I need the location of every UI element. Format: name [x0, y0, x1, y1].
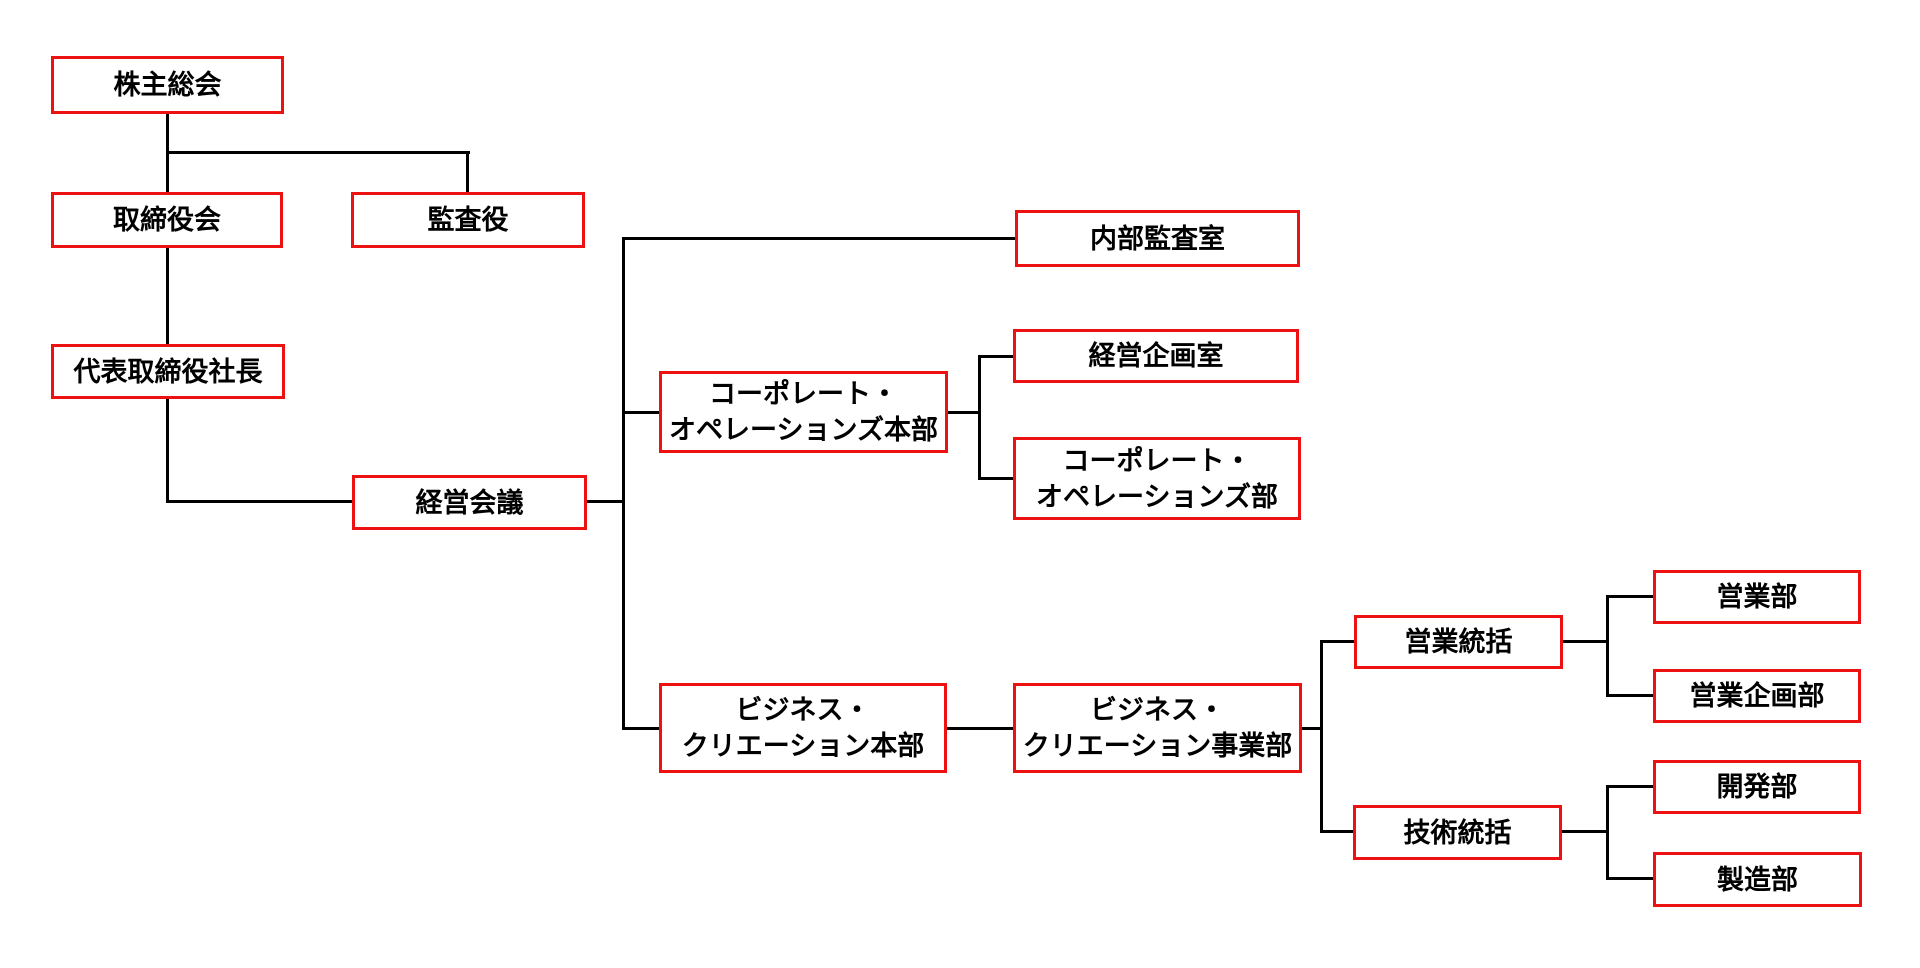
org-node-corporate-operations-hq: コーポレート・ オペレーションズ本部: [659, 371, 948, 453]
connector-tech-children-v: [1606, 785, 1609, 880]
connector-sales-supervision-h: [1320, 640, 1354, 643]
connector-council-trunk-h: [587, 500, 624, 503]
connector-sales-out-h: [1563, 640, 1608, 643]
connector-sales-planning-h: [1606, 694, 1653, 697]
connector-corp-ops-dept-h: [978, 477, 1013, 480]
connector-auditor-branch-h: [166, 151, 470, 154]
connector-internal-audit-h: [622, 237, 1015, 240]
org-node-sales-supervision: 営業統括: [1354, 615, 1563, 669]
connector-business-creation-hq-h: [622, 727, 659, 730]
connector-president-council-h: [166, 500, 352, 503]
connector-sales-dept-h: [1606, 595, 1653, 598]
org-node-board-of-directors: 取締役会: [51, 192, 283, 248]
connector-division-children-v: [1320, 640, 1323, 833]
org-node-management-council: 経営会議: [352, 475, 587, 530]
connector-development-h: [1606, 785, 1653, 788]
org-node-sales-dept: 営業部: [1653, 570, 1861, 624]
org-node-internal-audit-office: 内部監査室: [1015, 210, 1300, 267]
connector-board-down: [166, 151, 169, 192]
org-node-corporate-operations-dept: コーポレート・ オペレーションズ部: [1013, 437, 1301, 520]
connector-auditor-branch-v: [466, 151, 469, 192]
connector-tech-out-h: [1562, 830, 1608, 833]
connector-sales-children-v: [1606, 595, 1609, 697]
connector-division-out-h: [1302, 727, 1322, 730]
connector-shareholders-down: [166, 114, 169, 155]
org-node-manufacturing-dept: 製造部: [1653, 852, 1862, 907]
connector-corp-ops-out-h: [948, 411, 980, 414]
connector-manufacturing-h: [1606, 877, 1653, 880]
org-node-business-creation-hq: ビジネス・ クリエーション本部: [659, 683, 947, 773]
org-node-development-dept: 開発部: [1653, 760, 1861, 814]
connector-tech-supervision-h: [1320, 830, 1353, 833]
connector-corp-ops-children-v: [978, 355, 981, 480]
org-node-business-creation-division: ビジネス・ クリエーション事業部: [1013, 683, 1302, 773]
org-node-auditor: 監査役: [351, 192, 585, 248]
org-node-technology-supervision: 技術統括: [1353, 805, 1562, 860]
connector-board-president: [166, 248, 169, 344]
org-node-president: 代表取締役社長: [51, 344, 285, 399]
connector-planning-office-h: [978, 355, 1013, 358]
org-node-management-planning-office: 経営企画室: [1013, 329, 1299, 383]
connector-bc-hq-division-h: [947, 727, 1013, 730]
org-node-shareholders-meeting: 株主総会: [51, 56, 284, 114]
org-node-sales-planning-dept: 営業企画部: [1653, 669, 1861, 723]
connector-trunk-v: [622, 237, 625, 730]
connector-corp-ops-hq-h: [622, 411, 659, 414]
connector-president-down: [166, 399, 169, 503]
